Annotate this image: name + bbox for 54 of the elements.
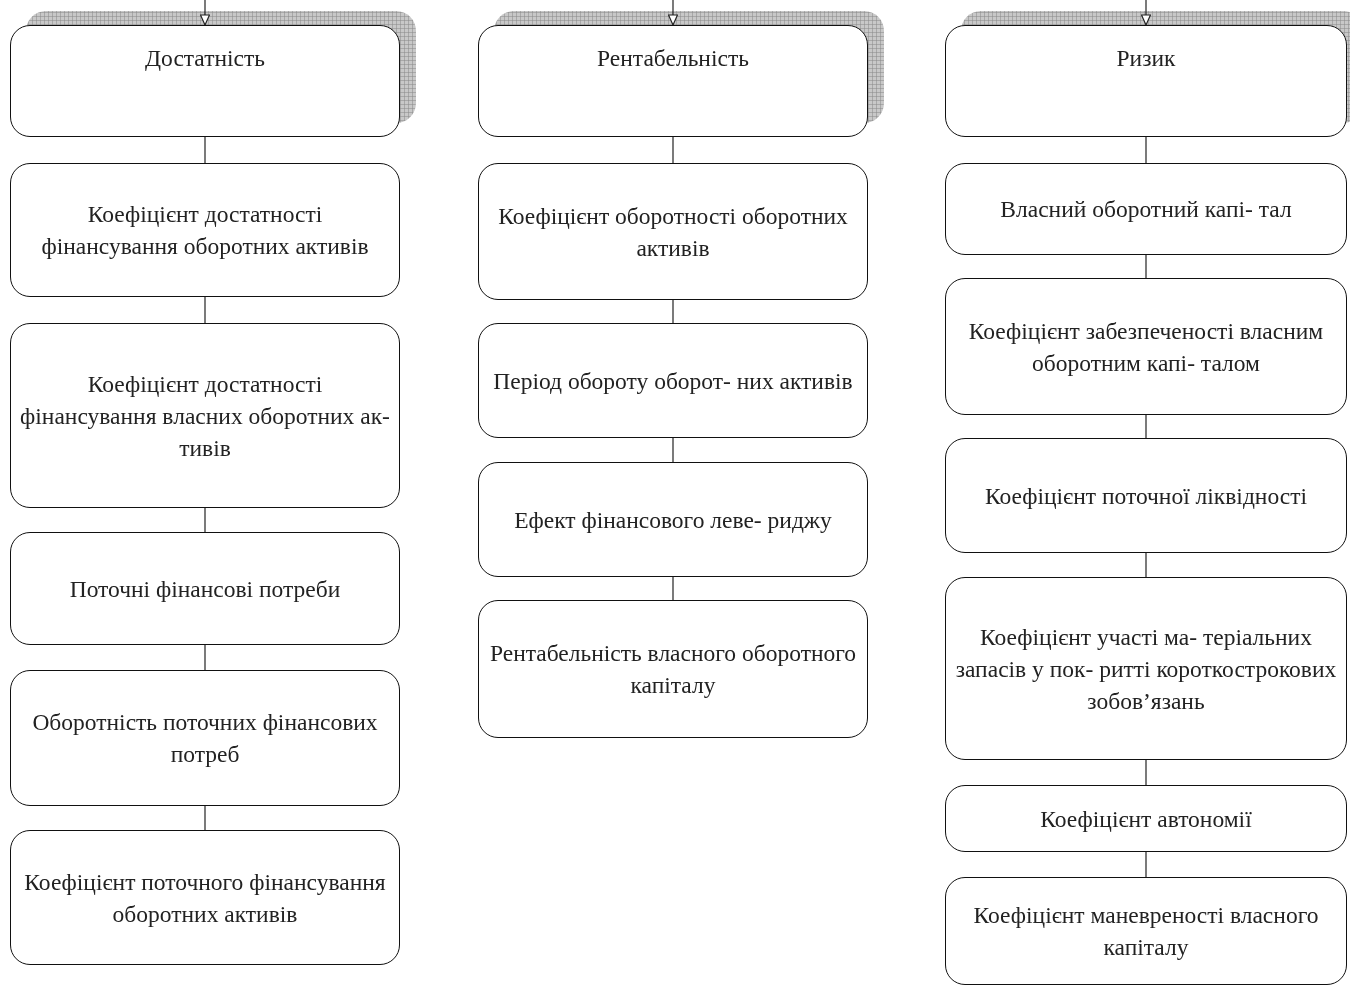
indicator-box — [10, 532, 400, 645]
connector-line — [1145, 552, 1147, 578]
connector-line — [204, 296, 206, 324]
indicator-box — [10, 830, 400, 965]
indicator-box — [10, 670, 400, 806]
indicator-label: Коефіцієнт достатності фінансування оборотних активів — [40, 200, 370, 261]
indicator-label: Рентабельність власного оборотного капіталу — [488, 639, 858, 700]
indicator-label: Період обороту оборот- них активів — [493, 366, 853, 396]
connector-line — [672, 576, 674, 601]
connector-line — [204, 805, 206, 831]
connector-line — [204, 136, 206, 164]
indicator-box — [478, 600, 868, 738]
indicator-label: Оборотність поточних фінансових потреб — [31, 708, 379, 769]
indicator-box — [945, 877, 1347, 985]
category-title: Достатність — [145, 44, 265, 73]
indicator-label: Коефіцієнт достатності фінансування власних оборотних ак- тивів — [19, 369, 391, 463]
indicator-label: Коефіцієнт участі ма- теріальних запасів у пок- ритті короткострокових зобов’язань — [954, 622, 1338, 716]
arrow — [667, 0, 679, 26]
connector-line — [204, 644, 206, 671]
indicator-box — [945, 438, 1347, 553]
indicator-box — [945, 577, 1347, 760]
connector-line — [1145, 851, 1147, 878]
indicator-box — [945, 163, 1347, 255]
connector-line — [1145, 759, 1147, 786]
connector-line — [1145, 254, 1147, 279]
arrow — [1140, 0, 1152, 26]
indicator-label: Власний оборотний капі- тал — [1000, 195, 1292, 224]
connector-line — [672, 299, 674, 324]
connector-line — [672, 136, 674, 164]
connector-line — [1145, 414, 1147, 439]
connector-line — [1145, 136, 1147, 164]
category-box — [10, 25, 400, 137]
indicator-box — [478, 163, 868, 300]
indicator-box — [10, 323, 400, 508]
category-box — [478, 25, 868, 137]
indicator-label: Коефіцієнт маневреності власного капіталу — [972, 901, 1320, 962]
indicator-box — [945, 278, 1347, 415]
indicator-label: Ефект фінансового леве- риджу — [514, 505, 832, 535]
connector-line — [672, 437, 674, 463]
arrow — [199, 0, 211, 26]
indicator-label: Коефіцієнт оборотності оборотних активів — [497, 201, 849, 263]
indicator-label: Коефіцієнт забезпеченості власним оборотним капі- талом — [967, 316, 1325, 378]
indicator-label: Коефіцієнт поточного фінансування оборотних активів — [23, 867, 387, 929]
category-title: Рентабельність — [597, 44, 749, 73]
indicator-box — [478, 323, 868, 438]
category-box — [945, 25, 1347, 137]
indicator-box — [478, 462, 868, 577]
indicator-label: Коефіцієнт поточної ліквідності — [985, 481, 1307, 511]
connector-line — [204, 507, 206, 533]
indicator-box — [10, 163, 400, 297]
indicator-box — [945, 785, 1347, 852]
indicator-label: Поточні фінансові потреби — [69, 574, 341, 604]
indicator-label: Коефіцієнт автономії — [1040, 804, 1252, 834]
category-title: Ризик — [1116, 44, 1176, 73]
